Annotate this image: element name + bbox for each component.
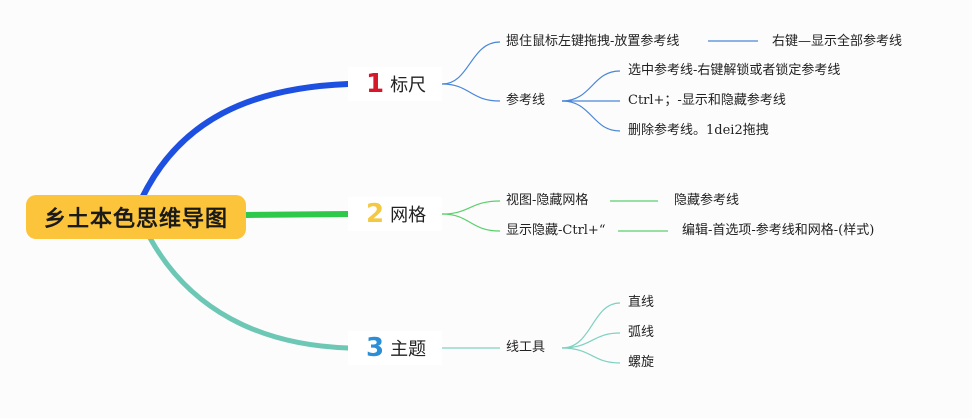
link-1-b [441,83,501,102]
node-3-1[interactable]: 线工具 [506,340,546,355]
root-link-2 [243,211,351,218]
node-1-2-2[interactable]: Ctrl+；-显示和隐藏参考线 [628,93,786,108]
node-1-2-3[interactable]: 删除参考线。1dei2拖拽 [628,123,769,138]
branch-number-2: 2 [366,199,385,229]
branch-number-3: 3 [366,333,385,363]
branch-label-1: 标尺 [390,75,427,96]
branch-node-3[interactable]: 3 主题 [348,331,442,365]
node-1-2-1[interactable]: 选中参考线-右键解锁或者锁定参考线 [628,63,841,78]
root-link-3 [147,235,351,351]
link-3-a-1 [561,302,621,349]
root-node[interactable]: 乡土本色思维导图 [26,195,246,239]
branch-label-3: 主题 [390,339,427,360]
branch-node-2[interactable]: 2 网格 [348,197,442,231]
node-1-2[interactable]: 参考线 [506,93,546,108]
link-1-b-1 [561,70,621,102]
root-link-1 [139,81,351,201]
branch-node-1[interactable]: 1 标尺 [348,67,442,101]
node-1-1-1[interactable]: 右键—显示全部参考线 [772,34,903,49]
link-2-b [441,213,501,232]
node-3-1-3[interactable]: 螺旋 [628,355,655,370]
link-1-b-3 [561,100,621,132]
node-2-2-1[interactable]: 编辑-首选项-参考线和网格-(样式) [682,223,875,238]
link-3-a-2 [561,332,621,349]
node-2-2[interactable]: 显示隐藏-Ctrl+“ [506,223,606,238]
branch-number-1: 1 [366,69,385,99]
node-1-1[interactable]: 摁住鼠标左键拖拽-放置参考线 [506,34,680,49]
link-3-a-3 [561,347,621,364]
branch-label-2: 网格 [390,205,427,226]
node-2-1-1[interactable]: 隐藏参考线 [674,193,740,208]
node-2-1[interactable]: 视图-隐藏网格 [506,193,589,208]
node-3-1-2[interactable]: 弧线 [628,325,655,340]
node-3-1-1[interactable]: 直线 [628,295,655,310]
link-1-a [441,41,501,85]
link-2-a [441,200,501,215]
